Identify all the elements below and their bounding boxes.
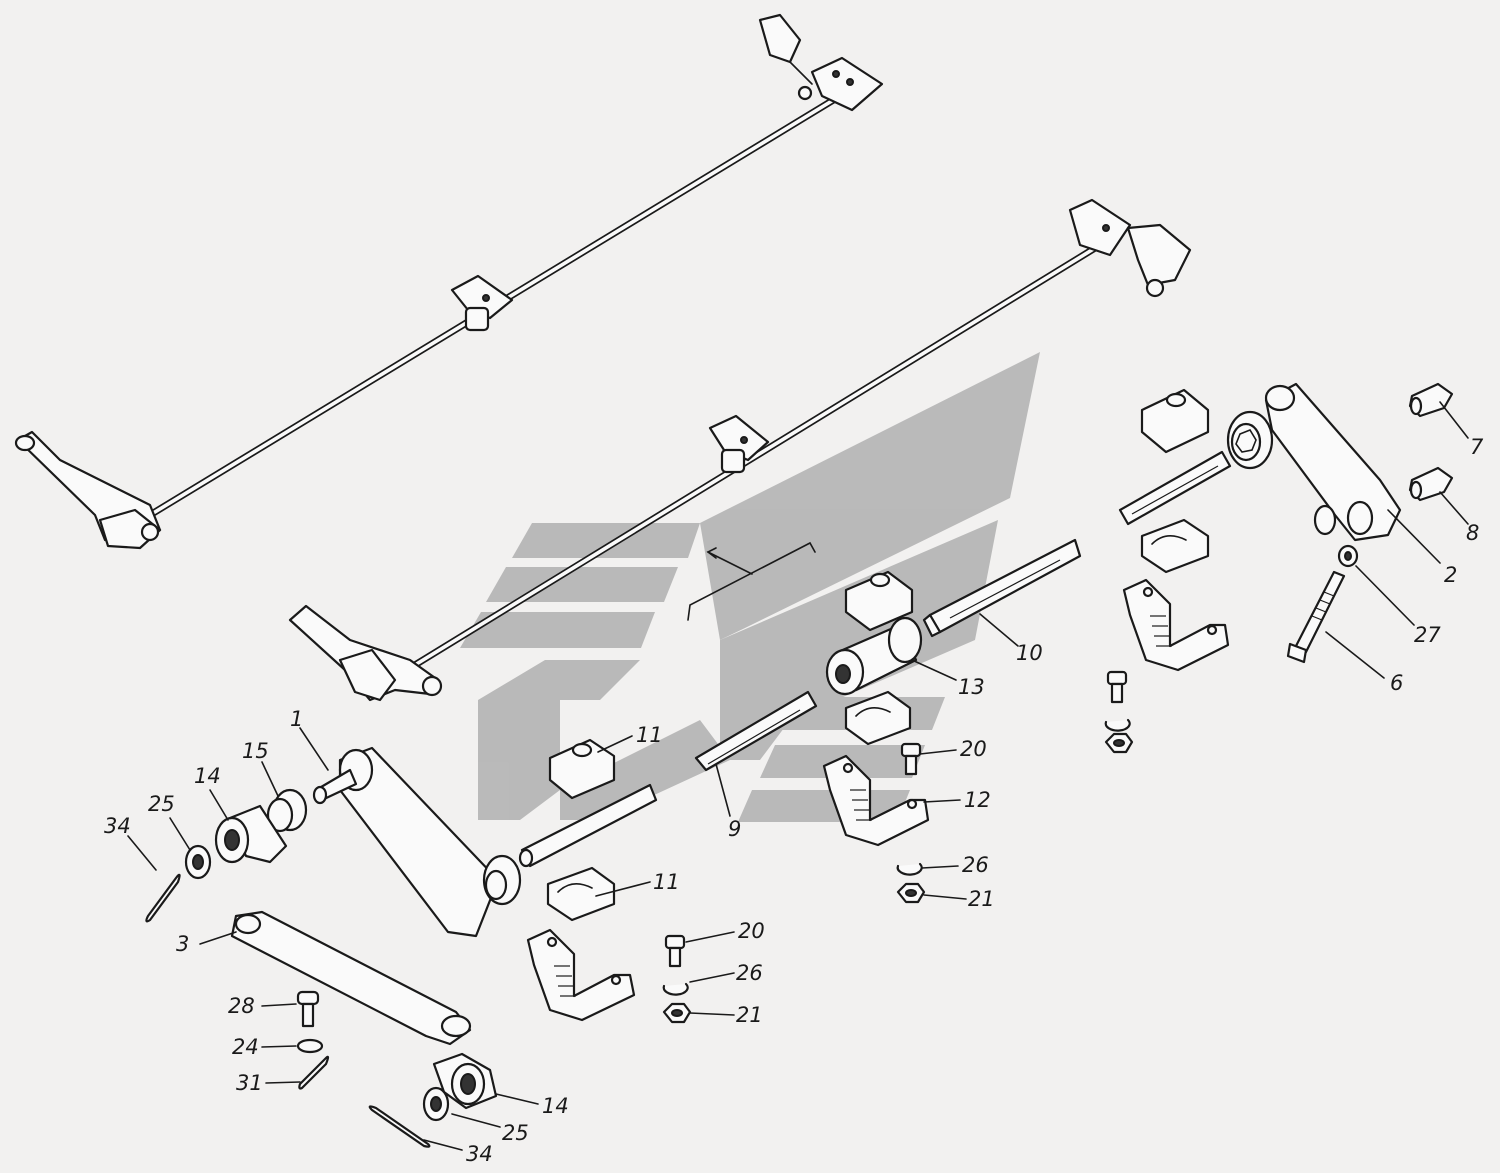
nut-21-lower [662, 1002, 692, 1024]
callout-25-right: 25 [502, 1121, 529, 1145]
pin-7 [1408, 382, 1454, 418]
bracket-lower-left [526, 928, 636, 1022]
clamp-center-bottom [844, 690, 912, 746]
callout-28: 28 [228, 994, 255, 1018]
callout-20-center: 20 [960, 737, 987, 761]
washer-24 [296, 1038, 324, 1054]
clamp-right-bottom [1140, 518, 1210, 574]
callout-21-center: 21 [968, 887, 995, 911]
callout-14-left: 14 [194, 764, 221, 788]
callout-25-left: 25 [148, 792, 175, 816]
callout-21-lower: 21 [736, 1003, 763, 1027]
callout-24: 24 [232, 1035, 259, 1059]
bracket-right [1122, 578, 1230, 672]
callout-2: 2 [1444, 563, 1457, 587]
washer-25-right [422, 1086, 450, 1122]
callout-8: 8 [1466, 521, 1479, 545]
callout-15: 15 [242, 739, 269, 763]
cotter-pin-34-right [368, 1105, 431, 1148]
bolt-right [1106, 670, 1128, 704]
callout-3: 3 [176, 932, 189, 956]
leader-lines [127, 401, 1469, 1151]
bolt-20-lower [664, 934, 686, 968]
callout-6: 6 [1390, 671, 1403, 695]
crank-lever-2 [1226, 382, 1402, 542]
callout-26-lower: 26 [736, 961, 763, 985]
cotter-pin-34-left [145, 873, 181, 923]
clamp-11-lower [546, 866, 616, 922]
link-rod-3 [230, 910, 472, 1046]
bearing-housing-14-left [214, 804, 288, 864]
pin-28 [296, 990, 320, 1028]
shaft-left [518, 783, 658, 868]
clamp-11-upper [548, 738, 616, 800]
callout-13: 13 [958, 675, 985, 699]
washer-26-center [896, 862, 923, 876]
callout-34-left: 34 [104, 814, 131, 838]
callout-12: 12 [964, 788, 991, 812]
bushing-15 [266, 788, 308, 833]
shaft-10 [922, 538, 1082, 638]
callout-7: 7 [1470, 435, 1484, 459]
callout-10: 10 [1016, 641, 1043, 665]
callout-14-right: 14 [542, 1094, 569, 1118]
callout-27: 27 [1414, 623, 1441, 647]
bolt-6 [1286, 570, 1346, 664]
washer-27 [1337, 544, 1359, 568]
washer-26-lower [662, 982, 689, 996]
callout-31: 31 [236, 1071, 263, 1095]
shaft-right [1118, 450, 1232, 526]
bolt-20-center [900, 742, 922, 776]
callout-9: 9 [728, 817, 741, 841]
bearing-housing-14-right [432, 1052, 498, 1110]
pin-8 [1408, 466, 1454, 502]
washer-25-left [184, 844, 212, 880]
callout-1: 1 [290, 707, 303, 731]
callout-labels: 1 2 3 6 7 8 9 10 11 11 12 13 14 14 15 20… [104, 435, 1484, 1166]
clamp-center-top [844, 570, 914, 632]
lower-wiper-rod-assembly [288, 198, 1192, 702]
upper-wiper-rod-assembly [14, 13, 884, 550]
shaft-9 [694, 690, 818, 772]
cotter-pin-31 [298, 1055, 330, 1090]
crank-lever-1 [312, 746, 522, 938]
nut-21-center [896, 882, 926, 904]
coupling-13 [825, 616, 923, 696]
callout-20-lower: 20 [738, 919, 765, 943]
callout-26-center: 26 [962, 853, 989, 877]
clamp-right-top [1140, 388, 1210, 454]
nut-right [1104, 732, 1134, 754]
direction-arrow [687, 541, 816, 621]
callout-34-right: 34 [466, 1142, 493, 1166]
washer-right [1104, 718, 1131, 732]
callout-11-upper: 11 [636, 723, 663, 747]
callout-11-lower: 11 [653, 870, 680, 894]
bracket-12 [822, 754, 930, 847]
